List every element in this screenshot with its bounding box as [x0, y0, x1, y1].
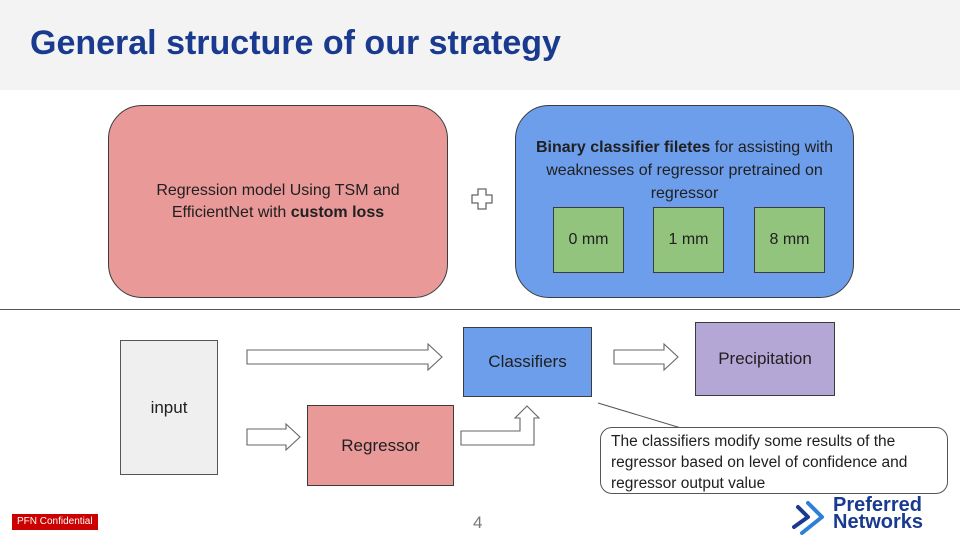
- input-box: input: [120, 340, 218, 475]
- mm-box-0: 0 mm: [553, 207, 624, 273]
- classifiers-to-precipitation-arrow: [613, 342, 679, 372]
- section-divider: [0, 309, 960, 310]
- regressor-to-classifiers-arrow: [460, 405, 541, 446]
- logo-line-2: Networks: [833, 511, 924, 533]
- confidential-badge: PFN Confidential: [12, 514, 98, 530]
- header-bar: [0, 0, 960, 90]
- regression-text: Regression model Using TSM and Efficient…: [156, 181, 400, 221]
- binary-classifier-desc: for assisting with weaknesses of regress…: [546, 139, 834, 202]
- regressor-box: Regressor: [307, 405, 454, 486]
- mm-box-8: 8 mm: [754, 207, 825, 273]
- custom-loss-text: custom loss: [290, 203, 385, 221]
- precipitation-box: Precipitation: [695, 322, 835, 396]
- regression-model-text: Regression model Using TSM and Efficient…: [127, 180, 429, 224]
- preferred-networks-logo-icon: [792, 501, 824, 535]
- logo-wordmark: Preferred Networks: [833, 494, 924, 533]
- binary-classifier-text: Binary classifier filetes for assisting …: [515, 136, 854, 205]
- regression-model-box: Regression model Using TSM and Efficient…: [108, 105, 448, 298]
- binary-classifier-bold: Binary classifier filetes: [535, 139, 711, 156]
- input-to-regressor-arrow: [246, 422, 301, 452]
- input-to-classifiers-arrow: [246, 342, 443, 372]
- plus-outline-icon: [471, 188, 493, 210]
- callout-pointer: [597, 402, 682, 429]
- classifier-note-callout: The classifiers modify some results of t…: [600, 427, 948, 494]
- page-number: 4: [473, 513, 483, 532]
- mm-box-1: 1 mm: [653, 207, 724, 273]
- slide-title: General structure of our strategy: [30, 24, 561, 62]
- classifiers-box: Classifiers: [463, 327, 592, 397]
- logo-line-1: Preferred: [833, 494, 922, 516]
